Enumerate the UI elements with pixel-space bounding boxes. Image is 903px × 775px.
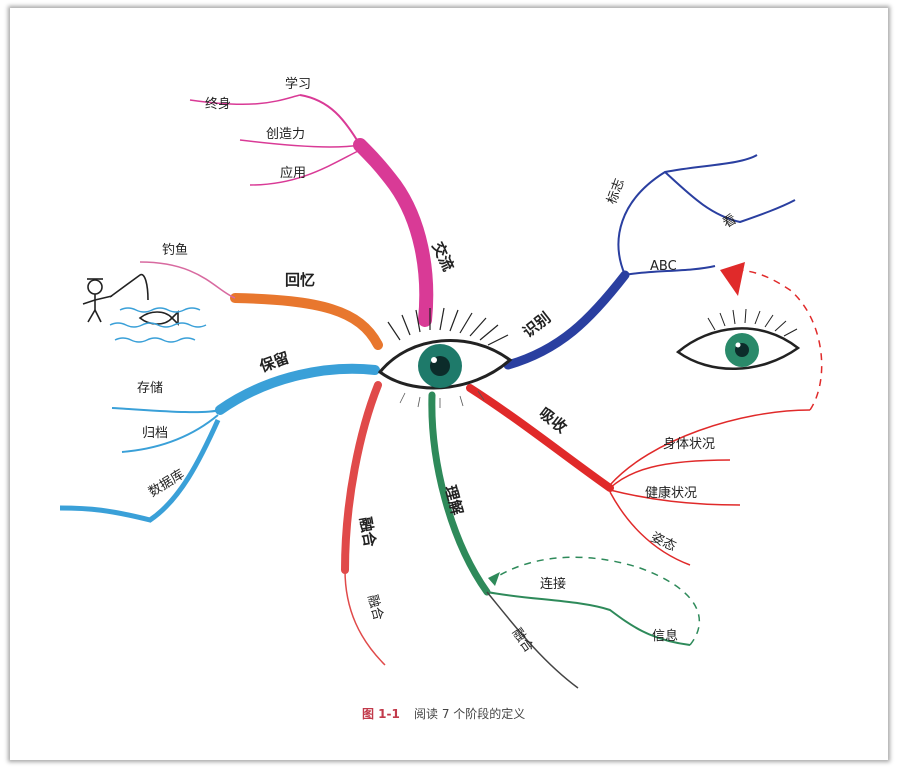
- label-zhongshen: 终身: [205, 96, 231, 112]
- label-ronghe-sub: 融合: [364, 593, 385, 622]
- label-shibie: 识别: [519, 308, 554, 341]
- label-chuangzaoli: 创造力: [266, 127, 305, 142]
- branch-jiaoliu: [189, 94, 434, 327]
- caption-text: 阅读 7 个阶段的定义: [414, 706, 525, 721]
- label-shujuku: 数据库: [146, 466, 188, 500]
- label-guidang: 归档: [142, 426, 168, 441]
- fishing-person-illustration: [82, 273, 179, 326]
- label-diaoyu: 钓鱼: [162, 242, 188, 258]
- label-xishou: 吸收: [536, 404, 571, 437]
- branch-baocun: [59, 363, 380, 523]
- label-jiankangzhuangkuang: 健康状况: [645, 485, 697, 501]
- secondary-eye-illustration: [675, 308, 801, 370]
- branch-huiyi: [139, 261, 383, 350]
- label-cunchu: 存储: [137, 381, 163, 396]
- label-lianjie: 连接: [540, 576, 566, 592]
- label-zitai: 姿态: [648, 529, 678, 554]
- branch-ronghe: [341, 381, 386, 666]
- label-lijie: 理解: [441, 483, 466, 517]
- label-yingyong: 应用: [280, 165, 306, 181]
- branch-shibie: [503, 154, 796, 370]
- label-ronghe: 融合: [356, 516, 379, 550]
- label-kan: 看: [720, 211, 739, 231]
- label-shentizhuangkuang: 身体状况: [663, 436, 715, 452]
- water-waves-illustration: [109, 307, 207, 343]
- label-baocun: 保留: [256, 349, 291, 377]
- label-ronghe2: 融合: [509, 626, 536, 656]
- label-abc: ABC: [650, 259, 677, 274]
- branch-lijie: [428, 391, 701, 689]
- label-biaozhi: 标志: [605, 177, 628, 207]
- label-jiaoliu: 交流: [428, 239, 457, 274]
- label-huiyi: 回忆: [285, 271, 315, 289]
- branch-xishou: [466, 262, 823, 566]
- central-eye-illustration: [377, 307, 513, 408]
- caption-number: 图 1-1: [362, 707, 400, 721]
- label-xinxi: 信息: [652, 628, 678, 644]
- label-xuexi: 学习: [285, 76, 311, 92]
